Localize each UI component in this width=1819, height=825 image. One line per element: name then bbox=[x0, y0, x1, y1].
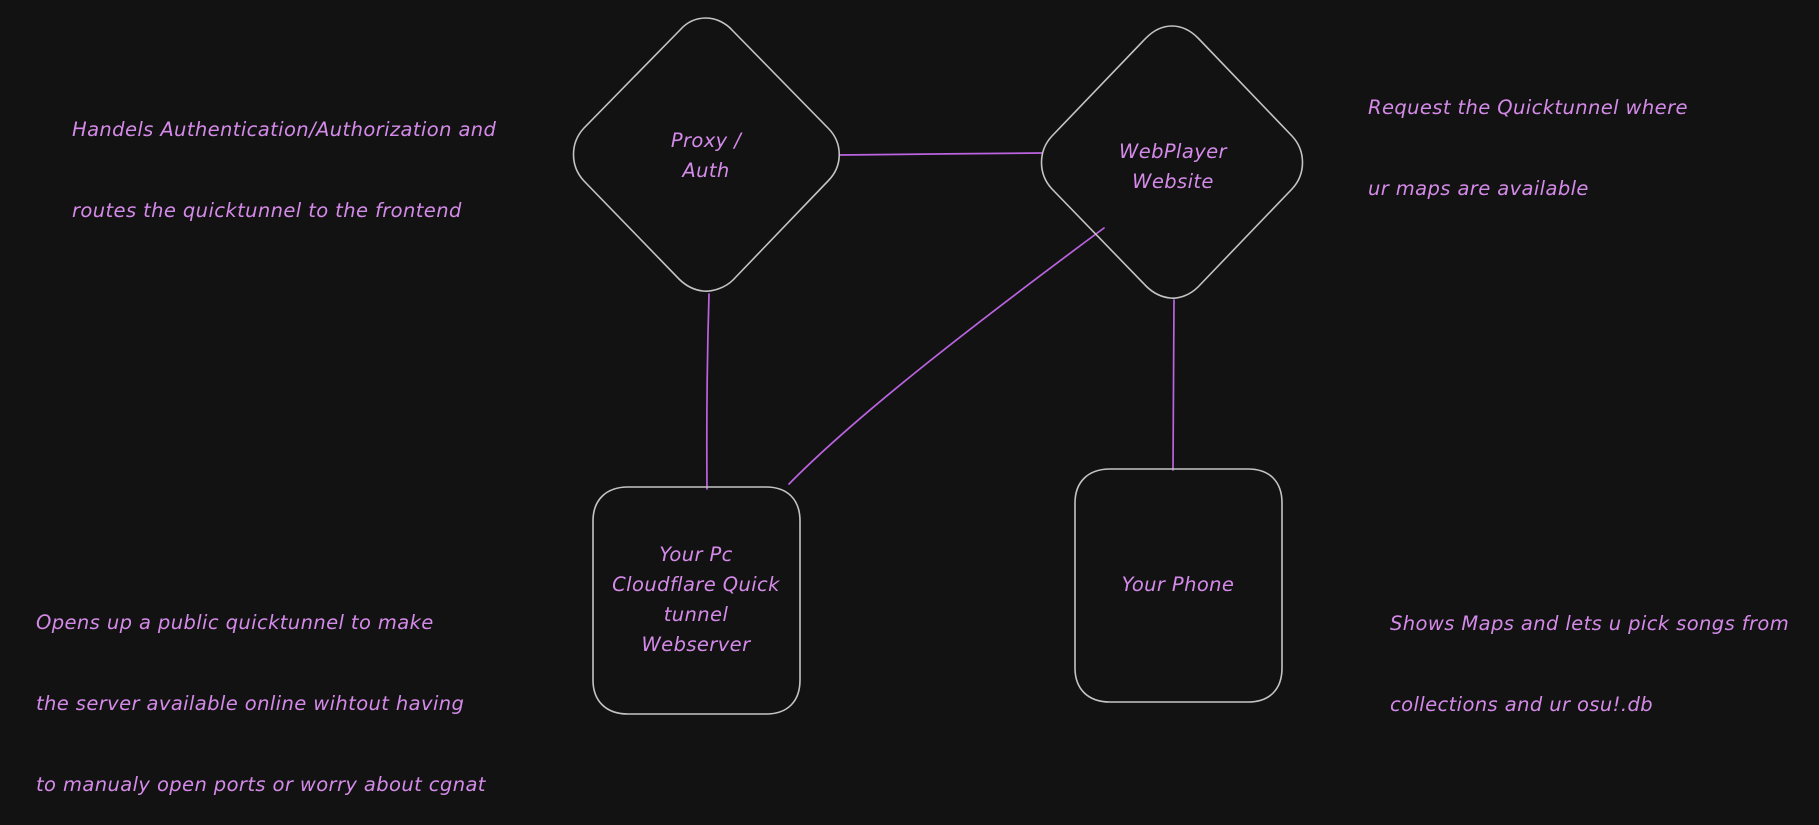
edge-webplayer-to-yourphone bbox=[1172, 299, 1175, 471]
annotation-your-phone: Shows Maps and lets u pick songs from co… bbox=[1390, 556, 1789, 745]
node-your-pc[interactable] bbox=[592, 486, 801, 715]
diagram-canvas bbox=[572, 17, 1304, 715]
annotation-line: Opens up a public quicktunnel to make bbox=[36, 611, 434, 634]
annotation-line: the server available online wihtout havi… bbox=[36, 692, 465, 715]
annotation-line: ur maps are available bbox=[1368, 177, 1589, 200]
annotation-line: routes the quicktunnel to the frontend bbox=[72, 199, 462, 222]
nodes-layer bbox=[572, 17, 1304, 715]
node-webplayer-website[interactable] bbox=[1040, 25, 1304, 299]
node-your-phone[interactable] bbox=[1074, 468, 1283, 703]
annotation-proxy-auth: Handels Authentication/Authorization and… bbox=[72, 62, 496, 251]
edge-proxy-to-webplayer bbox=[839, 152, 1043, 156]
edge-proxy-to-yourpc bbox=[705, 293, 710, 490]
annotation-line: collections and ur osu!.db bbox=[1390, 693, 1653, 716]
node-proxy-auth[interactable] bbox=[572, 17, 840, 292]
annotation-webplayer-website: Request the Quicktunnel where ur maps ar… bbox=[1368, 40, 1688, 229]
annotation-your-pc: Opens up a public quicktunnel to make th… bbox=[36, 555, 486, 825]
annotation-line: Shows Maps and lets u pick songs from bbox=[1390, 612, 1790, 635]
annotation-line: Request the Quicktunnel where bbox=[1368, 96, 1688, 119]
annotation-line: Handels Authentication/Authorization and bbox=[72, 118, 497, 141]
edges-layer bbox=[705, 152, 1175, 490]
annotation-line: to manualy open ports or worry about cgn… bbox=[36, 773, 486, 796]
edge-webplayer-to-yourpc bbox=[788, 227, 1105, 485]
